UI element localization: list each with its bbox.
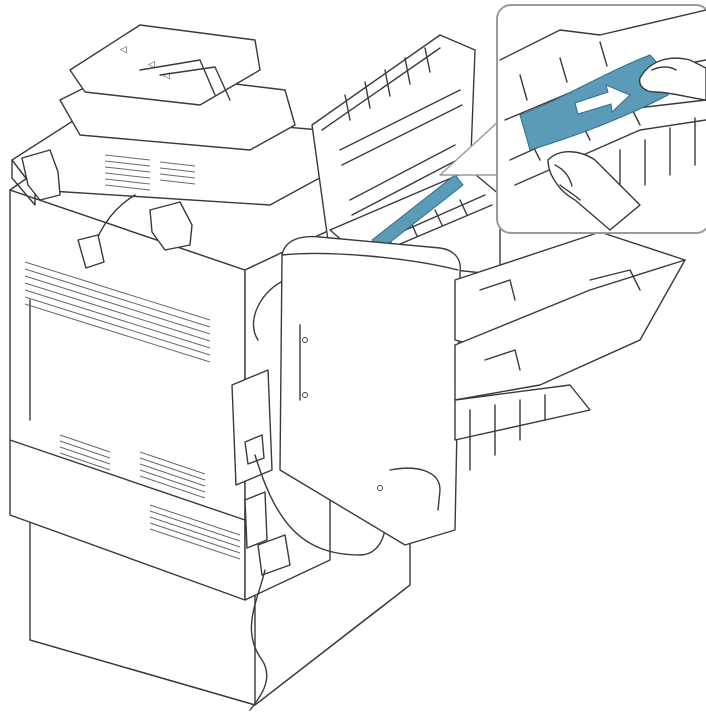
vent-grille-upper (24, 261, 211, 363)
finisher-output-trays (454, 231, 686, 471)
finisher-top-cover-open (311, 34, 476, 256)
printer-body (9, 119, 411, 706)
vent-grille-lower-left (59, 434, 111, 471)
connector-plug (257, 534, 291, 576)
arrow-right-icon (574, 84, 631, 115)
cable-clip (77, 234, 105, 269)
tray-stand-lines (469, 394, 546, 471)
hinge-left (21, 149, 61, 201)
scanner-vent (104, 154, 196, 191)
document-feeder-tray: ◁ ◁ ◁ (69, 24, 261, 106)
svg-text:◁: ◁ (163, 70, 170, 80)
hinge-right (149, 201, 193, 251)
finisher-body (279, 235, 462, 546)
detail-inset (496, 4, 706, 234)
connector-panel (231, 369, 291, 576)
inset-rollers (619, 117, 696, 196)
svg-text:◁: ◁ (120, 44, 127, 54)
vent-grille-lower-mid (139, 451, 206, 499)
vent-grille-bottom (149, 504, 241, 560)
cover-rollers (339, 47, 463, 216)
connector-port (244, 434, 265, 465)
scanner-unit: ◁ ◁ ◁ (11, 24, 326, 251)
power-cable (249, 569, 268, 711)
finisher-cable-upper (252, 279, 286, 341)
hand-icon (547, 57, 706, 231)
svg-text:◁: ◁ (148, 59, 155, 69)
